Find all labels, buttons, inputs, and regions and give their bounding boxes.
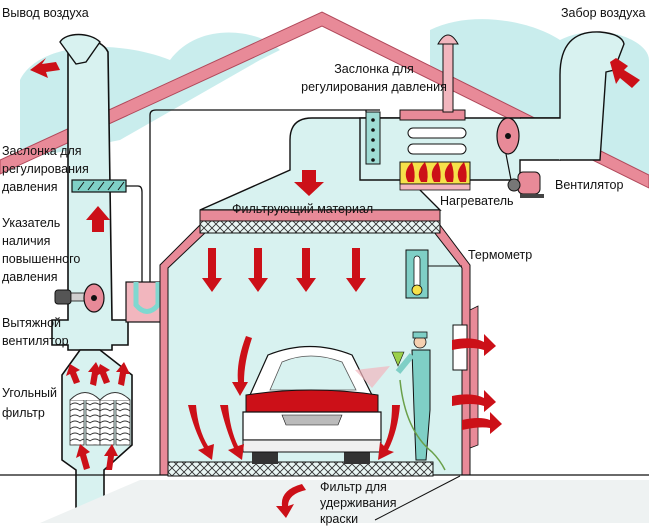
label-paint-filter-line2: удерживания <box>320 496 397 510</box>
label-left-damper-line2: регулирования <box>2 162 89 176</box>
arrow-filter-in-2 <box>104 444 118 470</box>
paint-arrestor-floor-filter <box>0 461 649 523</box>
arrow-curve-2 <box>188 405 214 460</box>
roof <box>0 11 649 189</box>
arrow-filter-2 <box>88 362 102 386</box>
arrow-door-3 <box>462 412 502 434</box>
arrow-intake-in <box>610 58 640 88</box>
arrow-down-2 <box>248 248 268 292</box>
label-heater: Нагреватель <box>440 194 514 208</box>
arrow-plenum-down <box>294 170 324 196</box>
arrow-down-4 <box>346 248 366 292</box>
arrow-curve-4 <box>378 405 400 460</box>
label-top-damper-line1: Заслонка для <box>334 62 414 76</box>
arrow-curve-1 <box>232 336 252 396</box>
label-exhaust-fan-line1: Вытяжной <box>2 316 62 330</box>
heater <box>399 161 471 191</box>
supply-fan <box>496 117 544 198</box>
label-air-intake: Забор воздуха <box>561 6 646 20</box>
arrow-floor-out <box>276 484 306 518</box>
label-thermometer: Термометр <box>468 248 533 262</box>
thermometer <box>405 249 462 299</box>
carbon-filter <box>69 392 131 446</box>
painter <box>355 331 446 471</box>
label-pressure-indicator-line4: давления <box>2 270 58 284</box>
label-carbon-filter-line2: фильтр <box>2 406 45 420</box>
arrow-filter-in-1 <box>76 444 90 470</box>
arrow-down-1 <box>202 248 222 292</box>
label-filter-material: Фильтрующий материал <box>232 202 374 216</box>
label-carbon-filter-line1: Угольный <box>2 386 58 400</box>
arrow-curve-3 <box>220 405 244 460</box>
arrow-exhaust-out <box>30 58 60 78</box>
arrow-stack-up <box>86 206 110 232</box>
label-pressure-indicator-line3: повышенного <box>2 252 81 266</box>
arrow-filter-4 <box>116 362 130 386</box>
arrow-door-2 <box>452 390 496 412</box>
label-fan: Вентилятор <box>555 178 624 192</box>
arrow-down-3 <box>296 248 316 292</box>
left-pressure-damper <box>71 179 127 193</box>
airflow-arrows <box>30 58 640 518</box>
label-air-exhaust: Вывод воздуха <box>2 6 89 20</box>
arrow-door-1 <box>452 334 496 356</box>
label-top-damper-line2: регулирования давления <box>301 80 447 94</box>
label-exhaust-fan-line2: вентилятор <box>2 334 69 348</box>
arrow-filter-3 <box>96 364 110 384</box>
label-paint-filter-line1: Фильтр для <box>320 480 387 494</box>
arrow-filter-1 <box>66 364 80 384</box>
label-left-damper-line1: Заслонка для <box>2 144 82 158</box>
label-paint-filter-line3: краски <box>320 512 359 526</box>
label-left-damper-line3: давления <box>2 180 58 194</box>
label-pressure-indicator-line1: Указатель <box>2 216 61 230</box>
label-pressure-indicator-line2: наличия <box>2 234 51 248</box>
exhaust-fan <box>54 283 105 313</box>
car <box>242 345 382 464</box>
